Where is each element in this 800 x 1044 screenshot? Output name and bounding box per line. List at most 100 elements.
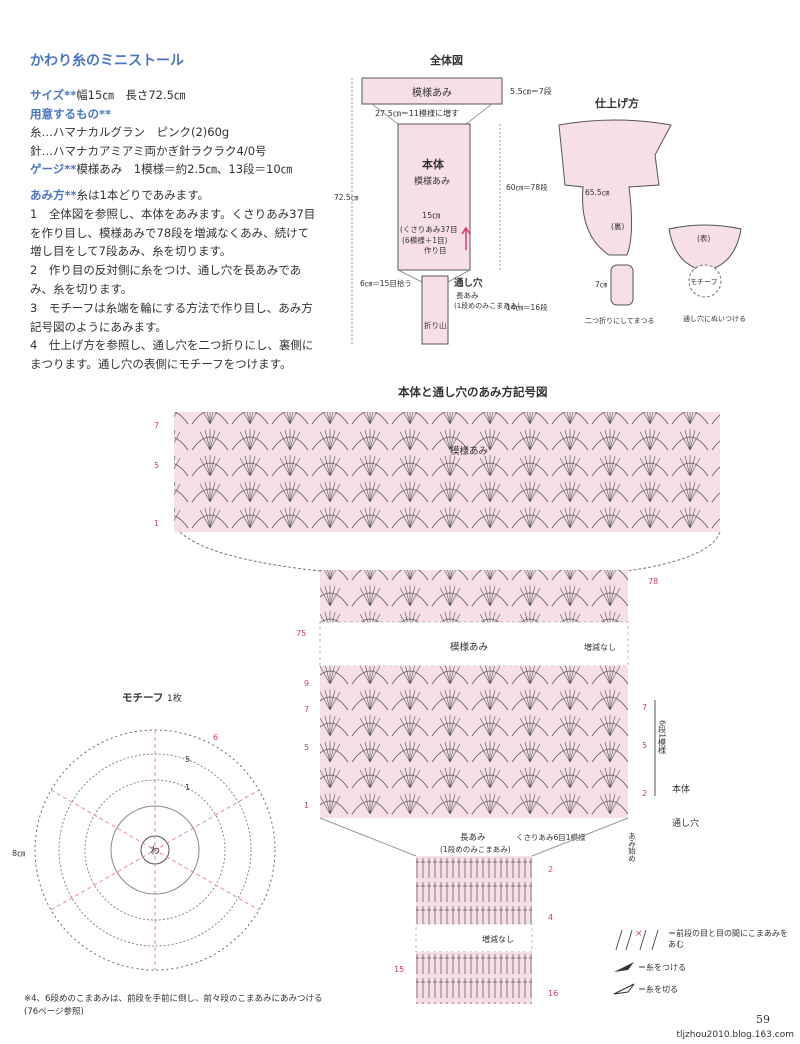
row-label: 75 xyxy=(296,629,306,638)
row-right-label: 5 xyxy=(642,741,647,750)
materials-info: サイズ**幅15㎝ 長さ72.5㎝ 用意するもの** 糸…ハマナカルグラン ピン… xyxy=(30,86,320,179)
motif-small-label: モチーフ xyxy=(690,278,718,286)
row-label: 1 xyxy=(304,801,309,810)
motif-ring-3 xyxy=(58,753,252,947)
legend-cut: ＝糸を切る xyxy=(638,984,678,994)
method-section: あみ方**糸は1本どりであみます。 1 全体図を参照し、本体をあみます。くさりあ… xyxy=(30,186,320,374)
yarn-text: 糸…ハマナカルグラン ピンク(2)60g xyxy=(30,125,230,139)
finishing-length: 65.5㎝ xyxy=(585,188,610,197)
row-label: 7 xyxy=(154,421,159,430)
legend: × ＝前段の目と目の間にこまあみをあむ ＝糸をつける ＝糸を切る xyxy=(612,926,792,996)
chain-label-2: (6模様＋1目) xyxy=(402,235,447,245)
method-step: 1 全体図を参照し、本体をあみます。くさりあみ37目を作り目し、模様あみで78段… xyxy=(30,206,316,259)
row-right-label: 7 xyxy=(642,703,647,712)
row-label: 7 xyxy=(304,705,309,714)
fold-note: 二つ折りにしてまつる xyxy=(585,316,654,325)
hole-no-change: 増減なし xyxy=(482,934,514,944)
overall-diagram: 全体図 模様あみ 5.5㎝＝7段 27.5㎝＝11模様に増す 本体 模様あみ 1… xyxy=(334,53,552,345)
connector-lines xyxy=(179,531,721,573)
motif-center-label: わ xyxy=(150,845,160,857)
row-label: 1 xyxy=(154,519,159,528)
top-band-label: 模様あみ xyxy=(412,86,452,99)
finishing-diagram: 仕上げ方 65.5㎝ (裏) 7㎝ 二つ折りにしてまつる (表) モチーフ 通し… xyxy=(558,96,746,325)
body-bottom-stitches xyxy=(320,666,628,818)
hole-row-label: 2 xyxy=(548,865,553,874)
hole-row-label: 4 xyxy=(548,913,553,922)
body-top-stitches xyxy=(320,570,628,622)
hole-stitches-top xyxy=(416,856,532,924)
motif-size: 8㎝ xyxy=(12,849,25,858)
seven-cm-label: 7㎝ xyxy=(595,280,608,289)
svg-text:×: × xyxy=(635,929,643,939)
between-symbol-icon: × xyxy=(615,929,659,951)
motif-guides xyxy=(50,730,260,970)
legend-attach: ＝糸をつける xyxy=(638,962,686,972)
page-number: 59 xyxy=(756,1013,770,1026)
chain-label: (くさりあみ37目 xyxy=(400,225,457,234)
body-side-label: 本体 xyxy=(672,783,690,795)
row-label: 5 xyxy=(154,461,159,470)
hole-connector xyxy=(319,817,629,857)
method-intro: 糸は1本どりであみます。 xyxy=(76,188,210,202)
top-height-label: 5.5㎝＝7段 xyxy=(510,86,552,96)
size-value: 幅15㎝ 長さ72.5㎝ xyxy=(76,88,186,102)
motif-small-shape xyxy=(688,264,722,298)
body-gap xyxy=(319,621,629,667)
hole-stitch-label: 長あみ xyxy=(456,291,479,300)
folded-hole-shape xyxy=(610,264,634,306)
cut-yarn-icon xyxy=(613,983,635,995)
method-step: 4 仕上げ方を参照し、通し穴を二つ折りにし、裏側にまつります。通し穴の表側にモチ… xyxy=(30,338,314,372)
front-label: (表) xyxy=(697,233,710,243)
motif-row-label: 1 xyxy=(185,783,190,792)
hole-row-label: 16 xyxy=(548,989,558,998)
motif-flower: わ 5 1 6 xyxy=(34,729,276,971)
method-step: 2 作り目の反対側に糸をつけ、通し穴を長あみであみ、糸を切ります。 xyxy=(30,263,302,296)
hole-row-label: 15 xyxy=(394,965,404,974)
materials-label: 用意するもの** xyxy=(30,106,112,121)
hole-stitch-label-chart: 長あみ xyxy=(460,833,486,843)
start-label: あみ始め xyxy=(627,832,636,863)
total-length-label: 72.5㎝ xyxy=(334,193,359,202)
attach-note: 通し穴にぬいつける xyxy=(683,314,746,323)
top-band-pattern: 模様あみ xyxy=(450,445,488,457)
gauge-label: ゲージ** xyxy=(30,162,77,176)
method-step: 3 モチーフは糸端を輪にする方法で作り目し、あみ方記号図のようにあみます。 xyxy=(30,300,313,334)
overall-title: 全体図 xyxy=(429,53,463,67)
footnote: ※4、6段めのこまあみは、前段を手前に倒し、前々段のこまあみにあみつける(76ペ… xyxy=(24,994,323,1017)
row-right-label: 2 xyxy=(642,789,647,798)
motif-row-label: 6 xyxy=(213,733,218,742)
increase-lines xyxy=(371,103,493,125)
hole-label: 通し穴 xyxy=(454,277,483,289)
hole-note-chart: (1段めのみこまあみ) xyxy=(440,844,511,854)
hole-length-label: 14㎝＝16段 xyxy=(506,302,548,312)
length-60-label: 60㎝＝78段 xyxy=(506,182,548,192)
stitch-chart: 模様あみ 7 5 1 78 75 模様あみ 増減なし 9 7 5 1 7 5 2… xyxy=(154,412,721,1004)
finishing-front-shape xyxy=(668,224,742,272)
body-pattern: 模様あみ xyxy=(450,641,488,653)
method-label: あみ方** xyxy=(30,188,77,202)
hole-shape xyxy=(421,275,449,345)
motif-row-label: 5 xyxy=(185,755,190,764)
body-no-change: 増減なし xyxy=(584,642,616,652)
width-label: 15㎝ xyxy=(422,211,440,220)
row-label: 9 xyxy=(304,679,309,688)
size-label: サイズ** xyxy=(30,88,77,102)
back-label: (裏) xyxy=(611,221,624,231)
finishing-title: 仕上げ方 xyxy=(594,96,639,110)
hole-lines xyxy=(397,269,471,283)
chart-title: 本体と通し穴のあみ方記号図 xyxy=(398,385,548,399)
hole-note-label: (1段めのみこまあみ) xyxy=(454,301,520,310)
attach-yarn-icon xyxy=(614,962,634,972)
motif-title: モチーフ 1枚 xyxy=(122,690,182,705)
body-pattern-label: 模様あみ xyxy=(414,175,450,187)
needle-text: 針…ハマナカアミアミ両かぎ針ラクラク4/0号 xyxy=(30,143,267,158)
fold-label: 折り山 xyxy=(424,320,447,330)
page-title: かわり糸のミニストール xyxy=(30,53,184,69)
body-label: 本体 xyxy=(422,157,445,171)
gauge-value: 模様あみ 1模様＝約2.5㎝、13段＝10㎝ xyxy=(76,162,293,176)
row-label: 5 xyxy=(304,743,309,752)
source-url: tljzhou2010.blog.163.com xyxy=(676,1030,795,1040)
top-band-stitches xyxy=(174,412,720,532)
hole-stitches-bottom xyxy=(416,952,532,1004)
hole-width-label: 6㎝＝15目拾う xyxy=(360,278,412,288)
